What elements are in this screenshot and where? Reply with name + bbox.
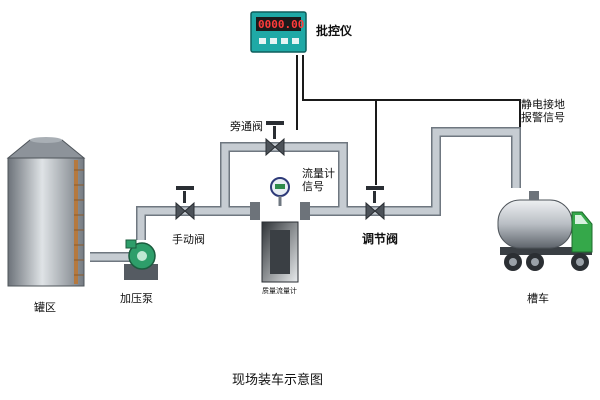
booster-pump xyxy=(124,239,158,280)
static-ground-label-line2: 报警信号 xyxy=(521,110,565,124)
batch-controller: 0000.00 xyxy=(250,11,307,53)
diagram-caption: 现场装车示意图 xyxy=(232,372,323,388)
booster-pump-label: 加压泵 xyxy=(120,292,153,305)
flow-signal-label-line1: 流量计 xyxy=(302,166,335,180)
controller-label: 批控仪 xyxy=(316,23,353,38)
mass-flowmeter xyxy=(250,177,310,283)
control-valve-label: 调节阀 xyxy=(362,231,398,246)
manual-valve xyxy=(175,186,195,221)
mass-flowmeter-label: 质量流量计 xyxy=(262,286,297,295)
tanker-truck xyxy=(497,191,593,271)
signal-wires xyxy=(296,55,521,185)
manual-valve-label: 手动阀 xyxy=(172,232,205,246)
tanker-truck-label: 槽车 xyxy=(527,291,549,305)
tank-area-label: 罐区 xyxy=(34,301,56,314)
controller-display: 0000.00 xyxy=(258,18,304,31)
static-ground-label-line1: 静电接地 xyxy=(521,97,565,111)
control-valve xyxy=(365,186,385,221)
storage-tank xyxy=(6,137,86,287)
bypass-valve xyxy=(265,121,285,157)
flow-signal-label-line2: 信号 xyxy=(302,180,324,193)
pipe-network xyxy=(90,127,521,262)
bypass-valve-label: 旁通阀 xyxy=(230,119,263,133)
